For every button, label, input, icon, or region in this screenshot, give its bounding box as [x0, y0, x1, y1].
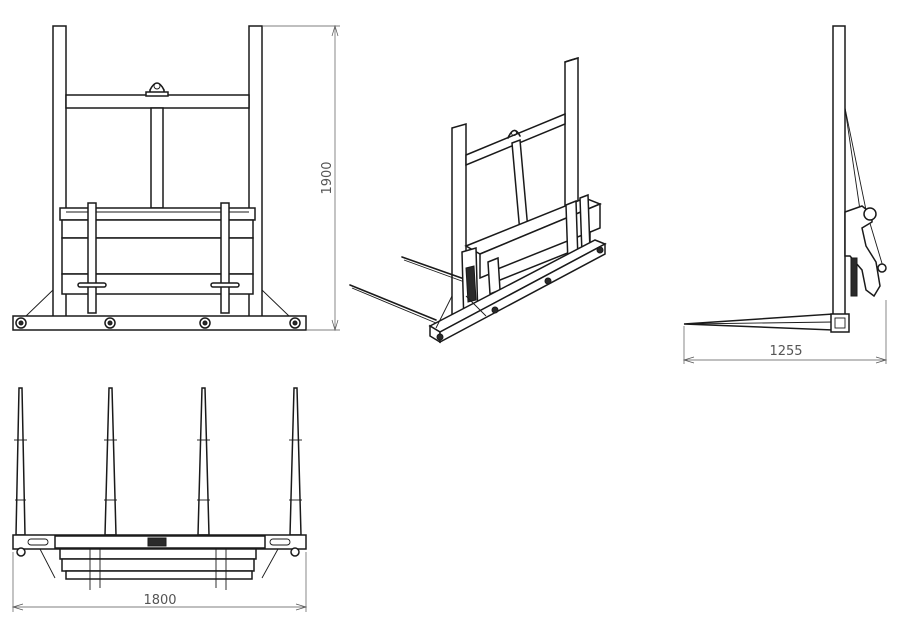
front-view [12, 25, 307, 331]
top-view [12, 387, 307, 590]
height-dimension-label: 1900 [320, 161, 335, 194]
side-view [683, 25, 887, 333]
width-dimension: 1800 [11, 552, 308, 612]
height-dimension: 1900 [262, 24, 340, 332]
depth-dimension-label: 1255 [769, 344, 802, 359]
isometric-view [349, 56, 607, 344]
width-dimension-label: 1800 [143, 593, 176, 608]
depth-dimension: 1255 [682, 300, 888, 364]
